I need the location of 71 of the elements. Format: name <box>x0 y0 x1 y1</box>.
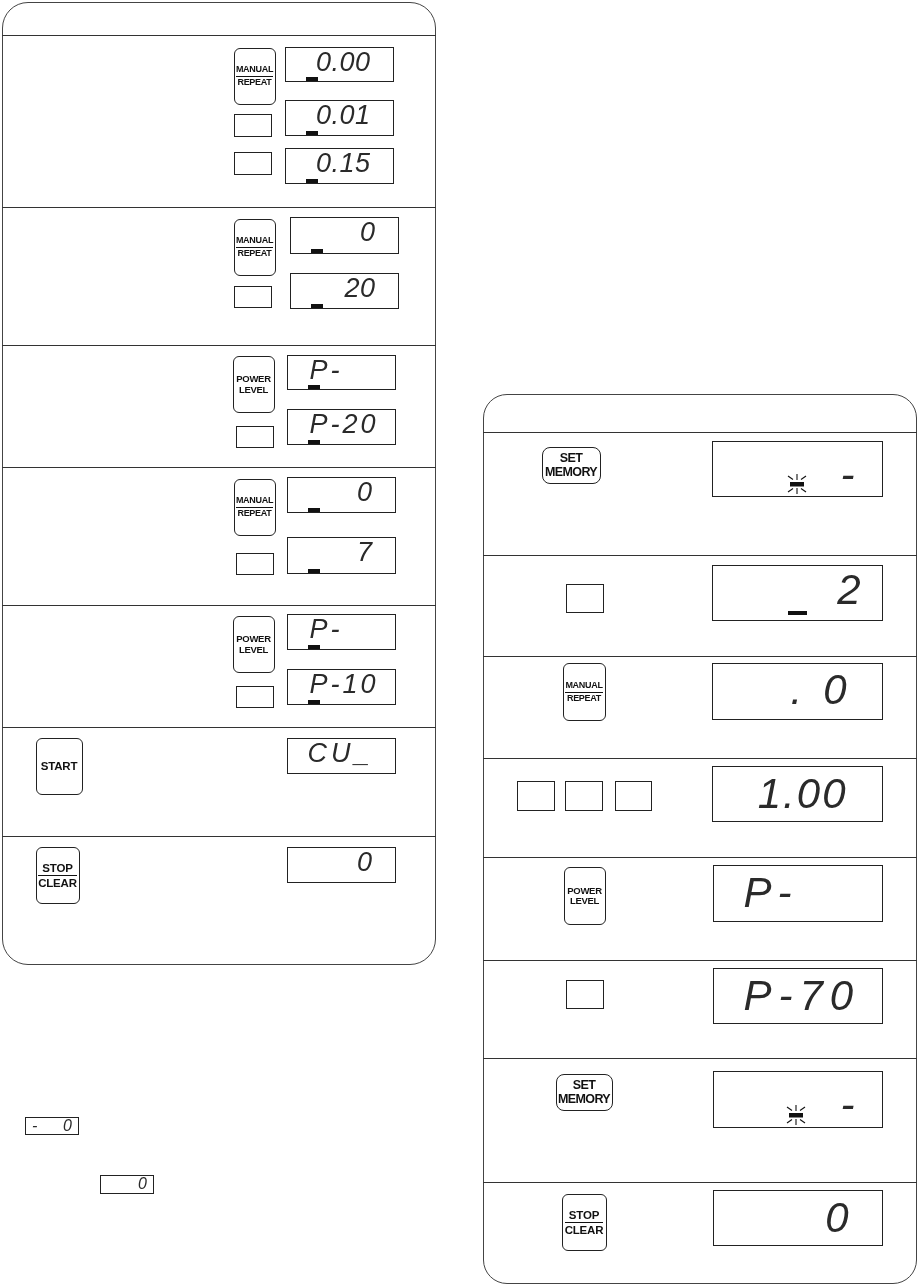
lcd-display <box>711 565 883 622</box>
keypad-button: STOP CLEAR <box>35 847 80 905</box>
keypad-button: POWER LEVEL <box>232 356 275 414</box>
lcd-display <box>712 968 883 1025</box>
keypad-button: START <box>35 738 83 796</box>
blank-key <box>565 980 604 1010</box>
blank-key <box>233 152 272 176</box>
keypad-button: STOP CLEAR <box>561 1194 607 1252</box>
display-reading: 0 <box>825 1197 850 1240</box>
lcd-display <box>286 409 396 446</box>
lcd-display <box>284 47 394 83</box>
display-reading: 0 <box>359 219 376 247</box>
instruction-panel <box>2 2 436 965</box>
lcd-display <box>289 273 399 310</box>
keypad-button: SET MEMORY <box>541 447 601 485</box>
blank-key <box>235 553 274 576</box>
display-reading: 0 <box>356 479 373 507</box>
lcd-display <box>286 355 396 391</box>
display-reading: 0.01 <box>315 102 371 130</box>
display-reading: P- <box>309 616 343 644</box>
keypad-button: MANUAL REPEAT <box>233 479 276 537</box>
lcd-display <box>712 1190 883 1247</box>
display-reading: 0.15 <box>315 150 371 178</box>
display-reading: - <box>840 1084 856 1127</box>
keypad-button: MANUAL REPEAT <box>233 48 276 106</box>
lcd-display <box>286 738 396 775</box>
lcd-display <box>286 847 396 884</box>
display-reading: P- <box>743 872 798 915</box>
keypad-button: MANUAL REPEAT <box>562 663 606 722</box>
blank-key <box>235 686 274 709</box>
lcd-display <box>286 537 396 575</box>
lcd-display <box>284 100 394 137</box>
blank-key <box>614 781 652 812</box>
display-reading: - <box>840 454 856 497</box>
lcd-display <box>284 148 394 185</box>
blank-key <box>233 286 272 309</box>
display-reading: 2 <box>837 569 862 612</box>
display-reading: P-10 <box>309 671 379 699</box>
lcd-display <box>286 669 396 706</box>
lcd-display <box>712 1071 883 1129</box>
instruction-panel <box>483 394 917 1284</box>
display-reading: 20 <box>344 275 376 303</box>
display-reading: P-20 <box>309 411 379 439</box>
display-reading: 0 <box>356 849 373 877</box>
lcd-display <box>289 217 399 255</box>
display-reading: . 0 <box>790 669 848 712</box>
lcd-display <box>100 1175 154 1194</box>
keypad-button: POWER LEVEL <box>563 867 606 926</box>
blank-key <box>565 584 604 614</box>
blank-key <box>233 114 272 138</box>
lcd-display <box>286 477 396 514</box>
display-reading: - 0 <box>32 1118 72 1134</box>
keypad-button: MANUAL REPEAT <box>233 219 276 277</box>
display-reading: 0 <box>138 1176 147 1192</box>
display-reading: 1.00 <box>757 773 848 816</box>
display-reading: 0.00 <box>315 49 371 77</box>
blank-key <box>235 426 274 449</box>
blank-key <box>516 781 555 812</box>
keypad-button: POWER LEVEL <box>232 616 275 674</box>
lcd-display <box>25 1117 79 1135</box>
lcd-display <box>711 663 883 721</box>
lcd-display <box>711 766 883 823</box>
keypad-button: SET MEMORY <box>555 1074 613 1112</box>
display-reading: 7 <box>356 539 373 567</box>
display-reading: P- <box>309 357 343 385</box>
display-reading: CU_ <box>307 740 374 768</box>
lcd-display <box>286 614 396 651</box>
blank-key <box>564 781 603 812</box>
lcd-display <box>712 865 883 923</box>
display-reading: P-70 <box>743 975 861 1018</box>
lcd-display <box>711 441 883 498</box>
